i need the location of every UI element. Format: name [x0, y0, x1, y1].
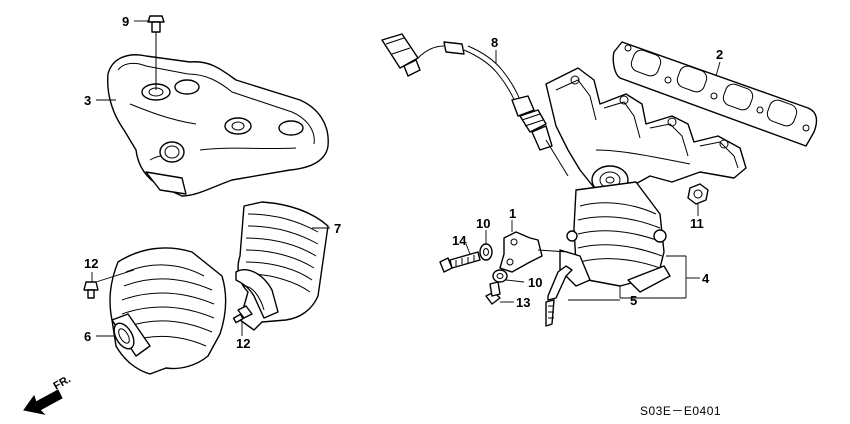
oxygen-sensor — [381, 33, 569, 177]
callout-12-left: 12 — [84, 256, 98, 271]
converter-cover-upper — [235, 201, 329, 331]
front-direction-arrow: FR. — [23, 373, 73, 415]
washer-lower — [492, 269, 508, 283]
exhaust-manifold — [545, 67, 747, 293]
front-direction-label: FR. — [52, 373, 73, 392]
callout-10-lower: 10 — [528, 275, 542, 290]
callout-1: 1 — [509, 206, 516, 221]
converter-stud — [545, 265, 573, 327]
bracket-bolt-long — [439, 251, 481, 273]
bolt-12-right — [232, 305, 253, 324]
converter-bracket — [499, 231, 569, 273]
callout-2: 2 — [716, 47, 723, 62]
callout-6: 6 — [84, 329, 91, 344]
washer-upper — [479, 243, 493, 261]
callout-12-right: 12 — [236, 336, 250, 351]
heat-shield-bolt — [147, 15, 165, 90]
bracket-bolt-short — [485, 281, 501, 305]
flange-nut — [687, 183, 709, 205]
callout-13: 13 — [516, 295, 530, 310]
callout-11: 11 — [690, 216, 704, 231]
callout-14: 14 — [452, 233, 467, 248]
diagram-code: S03E－E0401 — [640, 404, 721, 418]
callout-10-upper: 10 — [476, 216, 490, 231]
callout-7: 7 — [334, 221, 341, 236]
leader-lines — [91, 20, 721, 337]
bolt-12-left — [83, 269, 135, 299]
callout-9: 9 — [122, 14, 129, 29]
callout-4: 4 — [702, 271, 710, 286]
upper-heat-shield — [107, 54, 329, 197]
converter-cover-lower — [109, 247, 227, 375]
callout-8: 8 — [491, 35, 498, 50]
callout-5: 5 — [630, 293, 637, 308]
callout-3: 3 — [84, 93, 91, 108]
manifold-gasket — [612, 41, 818, 147]
